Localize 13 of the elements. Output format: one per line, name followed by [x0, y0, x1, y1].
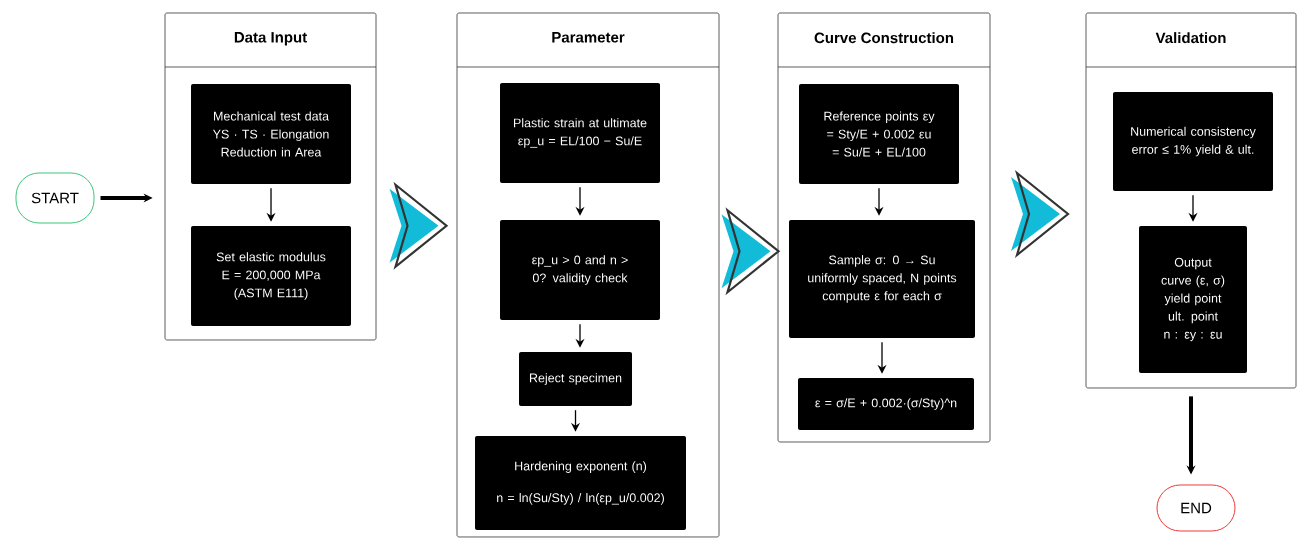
process-box: Set elastic modulus E = 200,000 MPa (ASTM E111) — [191, 226, 351, 326]
terminal-pill: START — [15, 172, 95, 224]
process-box: Sample σ: 0 → Su uniformly spaced, N points compute ε for each σ — [789, 220, 975, 338]
process-box: εp_u > 0 and n > 0? validity check — [500, 220, 660, 320]
terminal-pill: END — [1156, 484, 1236, 532]
process-box: Reference points εy = Sty/E + 0.002 εu = Su/E + EL/100 — [799, 84, 959, 184]
process-box: Plastic strain at ultimate εp_u = EL/100 − Su/E — [500, 83, 660, 183]
process-box: Output curve (ε, σ) yield point ult. point n : εy : εu — [1139, 226, 1247, 373]
process-box: ε = σ/E + 0.002·(σ/Sty)^n — [798, 378, 974, 430]
process-box: Mechanical test data YS · TS · Elongation Reduction in Area — [191, 84, 351, 184]
process-box: Reject specimen — [519, 352, 632, 406]
process-box: Hardening exponent (n) n = ln(Su/Sty) / ln(εp_u/0.002) — [475, 436, 686, 530]
process-box: Numerical consistency error ≤ 1% yield & ult. — [1113, 92, 1273, 191]
